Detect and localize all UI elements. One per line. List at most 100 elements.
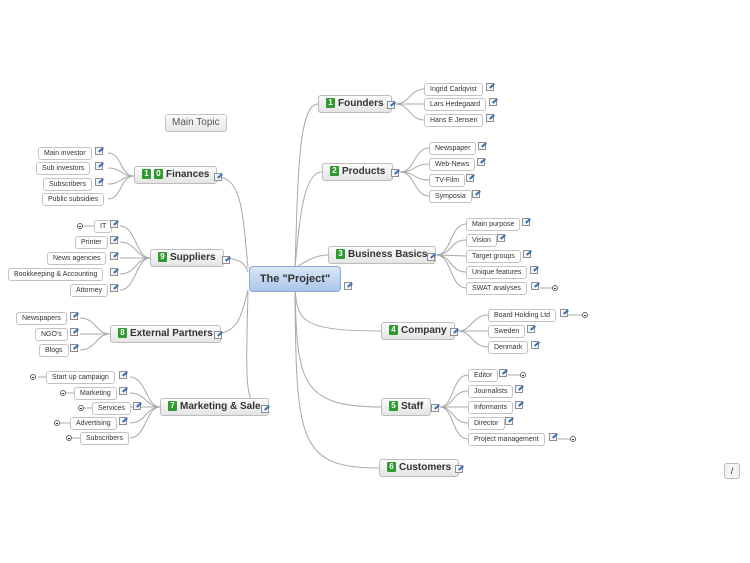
note-icon[interactable]	[489, 98, 497, 106]
subtopic[interactable]: Sub investors	[36, 162, 91, 175]
note-icon[interactable]	[95, 178, 103, 186]
note-icon[interactable]	[110, 268, 118, 276]
note-icon[interactable]	[431, 404, 439, 412]
subtopic[interactable]: Printer	[75, 236, 108, 249]
zoom-button[interactable]: /	[724, 463, 740, 479]
subtopic[interactable]: Services	[92, 402, 131, 415]
note-icon[interactable]	[477, 158, 485, 166]
note-icon[interactable]	[531, 282, 539, 290]
subtopic[interactable]: Vision	[466, 234, 497, 247]
subtopic[interactable]: TV-Film	[429, 174, 466, 187]
subtopic[interactable]: NGO's	[35, 328, 68, 341]
note-icon[interactable]	[450, 328, 458, 336]
note-icon[interactable]	[119, 417, 127, 425]
expand-icon[interactable]	[54, 420, 60, 426]
note-icon[interactable]	[70, 344, 78, 352]
subtopic[interactable]: Attorney	[70, 284, 109, 297]
note-icon[interactable]	[95, 162, 103, 170]
expand-icon[interactable]	[570, 436, 576, 442]
subtopic[interactable]: Public subsidies	[42, 193, 105, 206]
note-icon[interactable]	[344, 282, 352, 290]
expand-icon[interactable]	[77, 223, 83, 229]
subtopic[interactable]: Start up campaign	[46, 371, 115, 384]
note-icon[interactable]	[523, 250, 531, 258]
note-icon[interactable]	[387, 101, 395, 109]
note-icon[interactable]	[455, 465, 463, 473]
note-icon[interactable]	[110, 220, 118, 228]
subtopic[interactable]: Web-News	[429, 158, 476, 171]
note-icon[interactable]	[527, 325, 535, 333]
subtopic[interactable]: Advertising	[70, 417, 117, 430]
subtopic[interactable]: Editor	[468, 369, 499, 382]
note-icon[interactable]	[486, 83, 494, 91]
note-icon[interactable]	[486, 114, 494, 122]
subtopic[interactable]: News agencies	[47, 252, 107, 265]
subtopic[interactable]: Blogs	[39, 344, 69, 357]
subtopic[interactable]: Informants	[468, 401, 514, 414]
note-icon[interactable]	[478, 142, 486, 150]
subtopic[interactable]: Director	[468, 417, 505, 430]
note-icon[interactable]	[515, 385, 523, 393]
subtopic[interactable]: Subscribers	[43, 178, 92, 191]
subtopic[interactable]: Unique features	[466, 266, 528, 279]
subtopic[interactable]: Main investor	[38, 147, 92, 160]
subtopic[interactable]: Hans E Jensen	[424, 114, 484, 127]
note-icon[interactable]	[261, 405, 269, 413]
subtopic[interactable]: Target groups	[466, 250, 521, 263]
subtopic[interactable]: Lars Hedegaard	[424, 98, 487, 111]
note-icon[interactable]	[505, 417, 513, 425]
subtopic[interactable]: Ingrid Carlqvist	[424, 83, 483, 96]
subtopic[interactable]: Marketing	[74, 387, 117, 400]
subtopic[interactable]: Newspaper	[429, 142, 477, 155]
subtopic[interactable]: Journalists	[468, 385, 514, 398]
expand-icon[interactable]	[60, 390, 66, 396]
subtopic[interactable]: Newspapers	[16, 312, 67, 325]
expand-icon[interactable]	[582, 312, 588, 318]
note-icon[interactable]	[110, 252, 118, 260]
note-icon[interactable]	[530, 266, 538, 274]
note-icon[interactable]	[222, 256, 230, 264]
note-icon[interactable]	[70, 328, 78, 336]
note-icon[interactable]	[427, 253, 435, 261]
note-icon[interactable]	[214, 331, 222, 339]
subtopic[interactable]: Subscribers	[80, 432, 129, 445]
subtopic[interactable]: Bookkeeping & Accounting	[8, 268, 104, 281]
note-icon[interactable]	[133, 402, 141, 410]
central-topic[interactable]: The "Project"	[249, 266, 341, 292]
floating-main-topic[interactable]: Main Topic	[165, 114, 227, 132]
subtopic[interactable]: Symposia	[429, 190, 472, 203]
note-icon[interactable]	[497, 234, 505, 242]
note-icon[interactable]	[119, 371, 127, 379]
note-icon[interactable]	[95, 147, 103, 155]
subtopic[interactable]: SWAT analyses	[466, 282, 527, 295]
note-icon[interactable]	[214, 173, 222, 181]
subtopic[interactable]: Sweden	[488, 325, 526, 338]
note-icon[interactable]	[391, 169, 399, 177]
expand-icon[interactable]	[30, 374, 36, 380]
note-icon[interactable]	[466, 174, 474, 182]
note-icon[interactable]	[70, 312, 78, 320]
note-icon[interactable]	[515, 401, 523, 409]
expand-icon[interactable]	[552, 285, 558, 291]
note-icon[interactable]	[472, 190, 480, 198]
note-icon[interactable]	[549, 433, 557, 441]
subtopic[interactable]: Main purpose	[466, 218, 521, 231]
note-icon[interactable]	[119, 387, 127, 395]
note-icon[interactable]	[531, 341, 539, 349]
subtopic[interactable]: Board Holding Ltd	[488, 309, 557, 322]
subtopic[interactable]: Project management	[468, 433, 545, 446]
note-icon[interactable]	[110, 284, 118, 292]
subtopic[interactable]: Denmark	[488, 341, 529, 354]
expand-icon[interactable]	[520, 372, 526, 378]
note-icon[interactable]	[522, 218, 530, 226]
note-icon[interactable]	[499, 369, 507, 377]
note-icon[interactable]	[110, 236, 118, 244]
